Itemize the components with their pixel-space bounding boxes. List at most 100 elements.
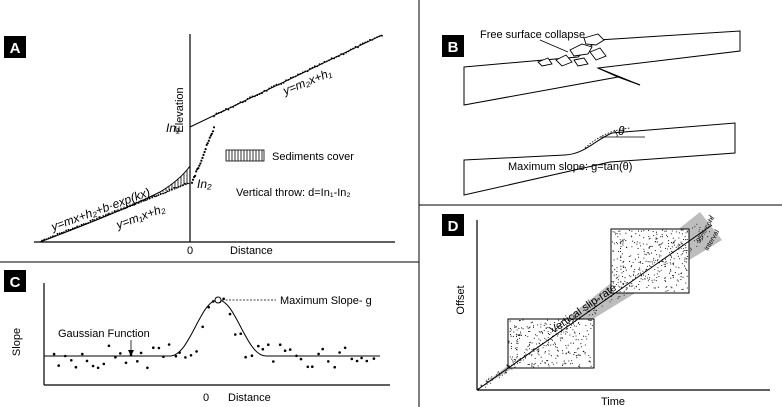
- panel-b-badge: [442, 35, 464, 57]
- stipple-dot: [612, 250, 615, 252]
- stipple-dot: [614, 269, 616, 271]
- slope-point: [343, 346, 347, 350]
- profile-point: [225, 108, 227, 110]
- stipple-dot: [572, 335, 574, 338]
- stipple-dot: [711, 218, 713, 220]
- stipple-dot: [614, 231, 616, 233]
- slope-point: [184, 356, 187, 359]
- profile-point: [162, 192, 164, 195]
- stipple-dot: [564, 319, 566, 321]
- profile-point: [345, 51, 347, 54]
- panel-b-max-slope-label: Maximum slope: g=tan(θ): [508, 161, 632, 173]
- stipple-dot: [562, 363, 564, 365]
- stipple-dot: [616, 243, 618, 245]
- stipple-dot: [671, 257, 672, 259]
- stipple-dot: [622, 244, 624, 246]
- stipple-dot: [657, 270, 659, 272]
- stipple-dot: [593, 310, 595, 311]
- stipple-dot: [525, 348, 527, 350]
- stipple-dot: [672, 237, 674, 239]
- profile-point: [74, 227, 76, 229]
- stipple-dot: [685, 244, 687, 246]
- stipple-dot: [681, 243, 682, 245]
- slope-point: [207, 305, 210, 309]
- stipple-dot: [533, 351, 535, 353]
- stipple-dot: [628, 229, 631, 231]
- stipple-dot: [544, 322, 546, 324]
- profile-point: [159, 192, 162, 195]
- stipple-dot: [531, 364, 533, 366]
- profile-point: [210, 132, 213, 135]
- panel-d: D Offset Time Vertical slip-rate 95% con…: [442, 212, 770, 407]
- stipple-dot: [540, 356, 542, 358]
- profile-point: [311, 66, 314, 69]
- profile-point: [378, 35, 381, 38]
- stipple-dot: [625, 282, 627, 284]
- profile-point: [239, 101, 242, 103]
- stipple-dot: [681, 233, 683, 235]
- stipple-dot: [622, 261, 624, 263]
- profile-point: [194, 174, 197, 177]
- stipple-dot: [638, 268, 640, 271]
- stipple-dot: [539, 331, 541, 333]
- slope-point: [261, 347, 265, 351]
- panel-d-box-lower: [507, 318, 595, 369]
- stipple-dot: [611, 299, 613, 301]
- stipple-dot: [665, 261, 667, 262]
- stipple-dot: [480, 384, 482, 386]
- stipple-dot: [684, 260, 686, 263]
- stipple-dot: [559, 337, 561, 339]
- stipple-dot: [676, 253, 678, 255]
- stipple-dot: [617, 285, 619, 287]
- stipple-dot: [692, 227, 694, 229]
- profile-point: [170, 188, 173, 191]
- stipple-dot: [556, 354, 558, 356]
- stipple-dot: [656, 276, 658, 279]
- stipple-dot: [674, 272, 676, 274]
- stipple-dot: [609, 301, 611, 303]
- stipple-dot: [490, 377, 492, 379]
- profile-point: [217, 112, 220, 114]
- profile-point: [104, 214, 107, 217]
- stipple-dot: [592, 314, 593, 316]
- stipple-dot: [613, 243, 615, 245]
- profile-point: [340, 53, 343, 56]
- profile-point: [65, 229, 68, 232]
- stipple-dot: [677, 245, 679, 247]
- profile-point: [122, 207, 125, 210]
- stipple-dot: [555, 357, 557, 359]
- stipple-dot: [657, 286, 659, 288]
- stipple-dot: [671, 287, 673, 289]
- stipple-dot: [619, 242, 621, 244]
- stipple-dot: [675, 266, 677, 268]
- stipple-dot: [513, 360, 515, 363]
- slope-point: [317, 352, 320, 356]
- stipple-dot: [650, 265, 652, 268]
- profile-point: [304, 70, 307, 73]
- stipple-dot: [672, 277, 674, 279]
- stipple-dot: [486, 379, 488, 381]
- stipple-dot: [538, 342, 540, 344]
- stipple-dot: [631, 246, 633, 248]
- slope-point: [201, 325, 204, 329]
- stipple-dot: [556, 362, 558, 364]
- stipple-dot: [529, 330, 531, 333]
- stipple-dot: [685, 249, 687, 251]
- stipple-dot: [636, 241, 638, 243]
- profile-point: [258, 93, 261, 95]
- stipple-dot: [676, 231, 678, 233]
- stipple-dot: [486, 381, 488, 382]
- profile-point: [292, 76, 295, 78]
- slope-point: [372, 357, 376, 360]
- stipple-dot: [645, 268, 647, 270]
- stipple-dot: [585, 324, 587, 327]
- stipple-dot: [589, 314, 591, 316]
- stipple-dot: [671, 246, 673, 248]
- stipple-dot: [550, 332, 552, 334]
- stipple-dot: [640, 262, 642, 264]
- stipple-dot: [630, 255, 632, 257]
- profile-point: [199, 162, 202, 165]
- stipple-dot: [625, 246, 628, 248]
- profile-point: [282, 81, 285, 84]
- stipple-dot: [638, 273, 640, 275]
